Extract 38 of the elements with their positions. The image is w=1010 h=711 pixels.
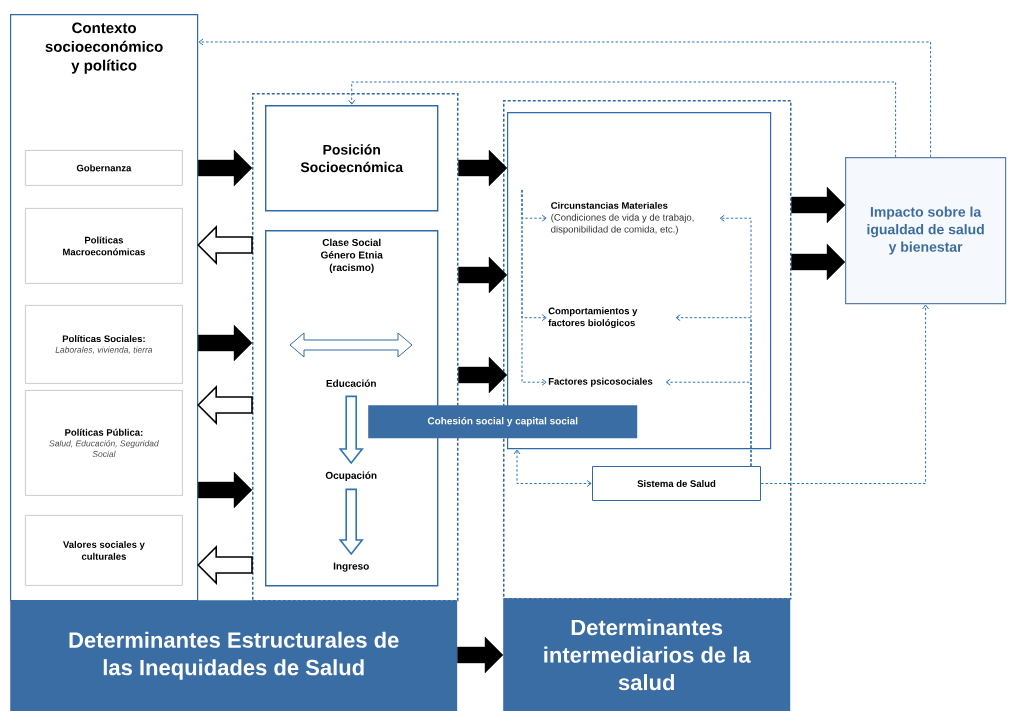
dashed-arrow <box>198 38 932 158</box>
dashed-arrow <box>760 304 930 484</box>
block-arrow <box>198 324 253 362</box>
block-arrow <box>457 636 504 674</box>
factor-text: Factores psicosociales <box>548 377 653 387</box>
title-band: Determinantes intermediarios de la salud <box>503 598 791 711</box>
health-system-box: Sistema de Salud <box>592 466 761 501</box>
block-arrow <box>458 256 508 294</box>
dashed-arrow <box>521 189 547 386</box>
dashed-arrow <box>513 449 592 487</box>
policy-box: Políticas Macroeconómicas <box>25 208 183 284</box>
block-arrow <box>791 243 846 281</box>
factor-text: Ocupación <box>325 471 377 481</box>
impact-box: Impacto sobre la igualdad de salud y bienestar <box>845 157 1007 305</box>
dashed-arrow <box>665 378 752 467</box>
dashed-arrow <box>348 81 897 158</box>
block-arrow <box>791 186 846 224</box>
factor-text: Comportamientos y factores biológicos <box>548 307 638 329</box>
position-box: Posición Socioecnómica <box>265 105 439 212</box>
policy-box: Políticas Pública: Salud, Educación, Seguridad Social <box>25 390 183 496</box>
hollow-arrow <box>338 488 364 556</box>
factor-text: Ingreso <box>333 562 369 572</box>
policy-box: Valores sociales y culturales <box>25 515 183 586</box>
factor-text: Circunstancias Materiales (Condiciones de vida y de trabajo, disponibilidad de comida, etc.) <box>551 201 694 235</box>
hollow-arrow <box>197 545 253 585</box>
block-arrow <box>458 356 508 394</box>
block-arrow <box>198 471 253 509</box>
policy-box: Gobernanza <box>25 150 183 186</box>
hollow-arrow <box>197 225 253 265</box>
policy-box: Políticas Sociales: Laborales, vivienda, tierra <box>25 305 183 384</box>
factor-text: Educación <box>326 379 376 387</box>
factors-box <box>507 112 772 450</box>
hollow-arrow <box>197 385 253 425</box>
hollow-arrow <box>338 395 364 465</box>
cohesion-bar: Cohesión social y capital social <box>368 405 638 439</box>
block-arrow <box>458 149 508 187</box>
block-arrow <box>198 149 253 187</box>
title-band: Determinantes Estructurales de las Inequidades de Salud <box>10 600 458 711</box>
